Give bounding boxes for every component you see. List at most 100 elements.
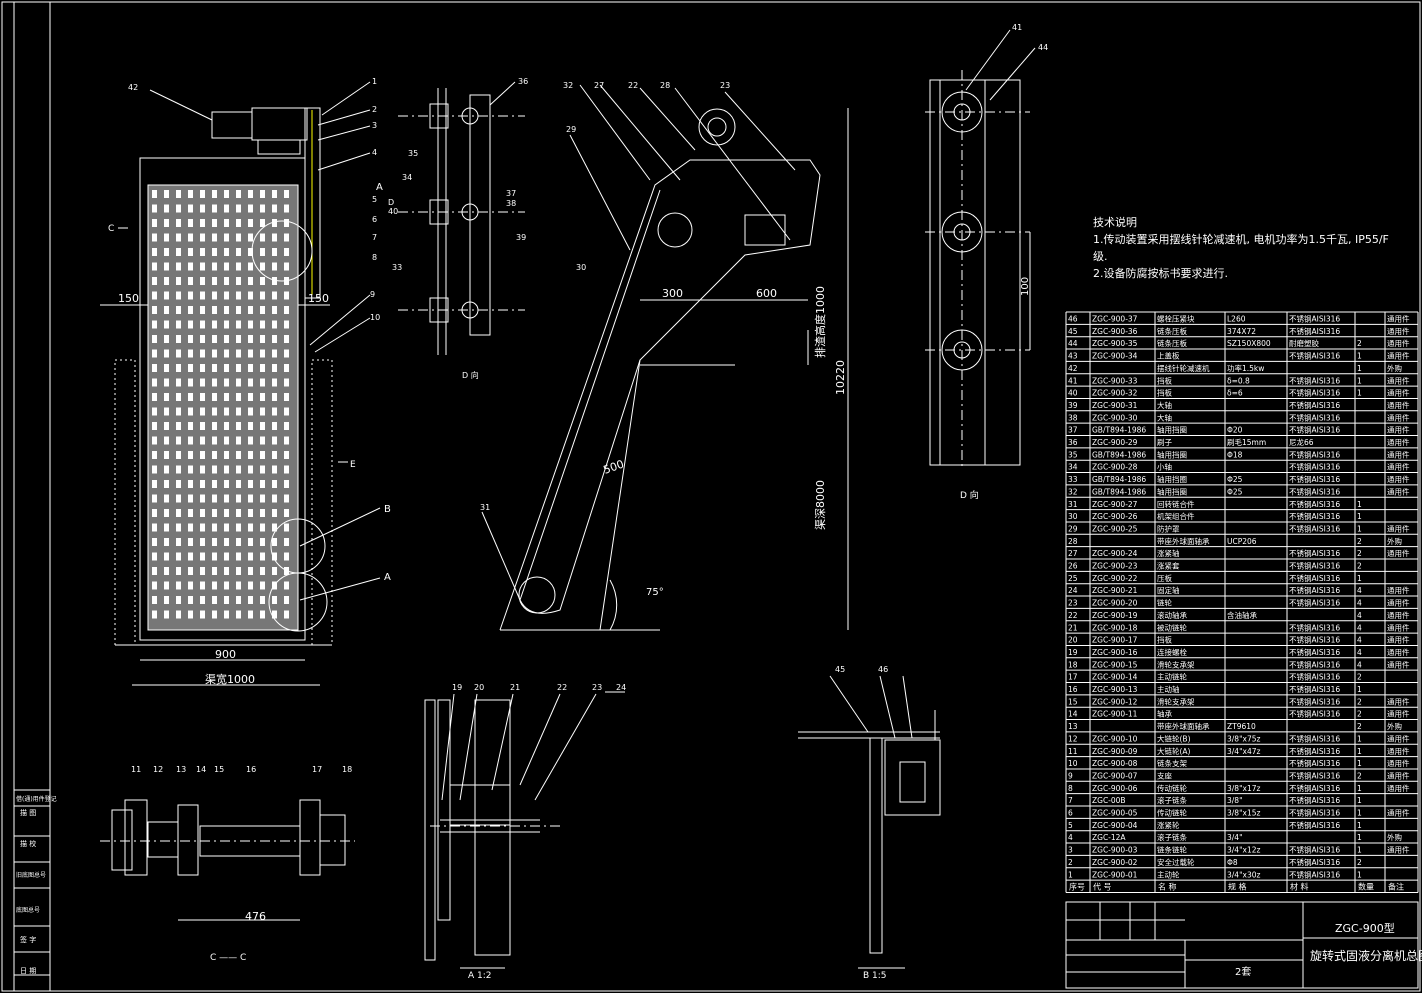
screen-hole <box>188 233 193 242</box>
screen-hole <box>176 552 181 561</box>
screen-hole <box>260 378 265 387</box>
screen-hole <box>284 451 289 459</box>
bom-cell: 滚动轴承 <box>1157 610 1187 620</box>
side-view: 32 27 22 28 23 29 30 31 300 600 500 75° … <box>480 81 849 631</box>
screen-hole <box>176 480 181 488</box>
callout: 27 <box>594 81 604 90</box>
screen-hole <box>200 349 205 358</box>
bom-cell: 1 <box>1357 512 1362 521</box>
screen-hole <box>164 262 169 271</box>
bom-cell: ZGC-900-19 <box>1092 611 1138 620</box>
bom-cell: 通用件 <box>1387 709 1410 719</box>
bom-cell: 通用件 <box>1387 351 1410 361</box>
screen-hole <box>236 320 241 329</box>
screen-hole <box>284 480 289 488</box>
screen-hole <box>236 407 241 416</box>
screen-hole <box>248 538 253 546</box>
bom-cell: 11 <box>1068 747 1078 756</box>
screen-hole <box>248 451 253 459</box>
bom-cell: 摆线针轮减速机 <box>1157 363 1210 373</box>
screen-hole <box>224 277 229 285</box>
bom-cell: 连接螺栓 <box>1157 647 1187 657</box>
bom-cell: 尼龙66 <box>1289 437 1314 447</box>
callout: 31 <box>480 503 490 512</box>
bom-cell: 不锈钢AISI316 <box>1289 449 1340 459</box>
screen-hole <box>284 320 289 329</box>
screen-hole <box>272 233 277 242</box>
bom-cell: 2 <box>1357 673 1362 682</box>
bom-cell: ZGC-900-01 <box>1092 870 1138 879</box>
bom-cell: ZGC-900-04 <box>1092 821 1138 830</box>
bom-cell: 通用件 <box>1387 598 1410 608</box>
bom-cell: 支座 <box>1157 770 1173 780</box>
screen-hole <box>236 262 241 271</box>
screen-hole <box>224 306 229 314</box>
screen-hole <box>200 306 205 314</box>
screen-hole <box>200 480 205 488</box>
screen-hole <box>176 335 181 343</box>
screen-hole <box>200 610 205 619</box>
bom-cell: 30 <box>1068 512 1078 521</box>
screen-hole <box>200 523 205 532</box>
bom-cell: Φ20 <box>1227 426 1243 435</box>
bom-cell: SZ150X800 <box>1227 339 1271 348</box>
bom-cell: ZGC-900-29 <box>1092 438 1138 447</box>
screen-hole <box>236 465 241 474</box>
callout: C <box>108 224 114 234</box>
bom-cell: 挡板 <box>1157 375 1173 385</box>
callout: 22 <box>557 683 567 692</box>
screen-hole <box>272 451 277 459</box>
bom-cell: 不锈钢AISI316 <box>1289 758 1340 768</box>
screen-hole <box>236 378 241 387</box>
bom-cell: 不锈钢AISI316 <box>1289 845 1340 855</box>
bom-cell: 17 <box>1068 673 1078 682</box>
bom-cell: ZGC-900-33 <box>1092 376 1138 385</box>
bom-cell: 主动链轮 <box>1157 672 1187 682</box>
bom-cell: 不锈钢AISI316 <box>1289 869 1340 879</box>
screen-hole <box>176 204 181 213</box>
screen-hole <box>236 190 241 198</box>
bom-cell: 回转链合件 <box>1157 499 1195 509</box>
screen-hole <box>272 436 277 445</box>
bom-cell: 轴承 <box>1157 709 1173 719</box>
screen-hole <box>188 262 193 271</box>
bom-cell: 10 <box>1068 759 1078 768</box>
screen-hole <box>164 407 169 416</box>
bom-cell: 34 <box>1068 463 1078 472</box>
margin-label: 描 校 <box>20 839 36 848</box>
bom-cell: GB/T894-1986 <box>1092 475 1146 484</box>
screen-hole <box>212 422 217 430</box>
bom-cell: 轴用挡圈 <box>1157 486 1187 496</box>
bom-cell: 外购 <box>1387 363 1402 373</box>
screen-hole <box>212 277 217 285</box>
screen-hole <box>200 364 205 372</box>
callout: 3 <box>372 121 377 130</box>
bom-cell: 4 <box>1357 648 1362 657</box>
screen-hole <box>272 277 277 285</box>
callout: 15 <box>214 765 224 774</box>
bom-cell: ZT9610 <box>1227 722 1256 731</box>
dim-label: 渠宽1000 <box>205 672 255 686</box>
callout: 4 <box>372 148 377 157</box>
bom-cell: ZGC-900-24 <box>1092 549 1138 558</box>
bom-cell: 21 <box>1068 623 1078 632</box>
bom-cell: 38 <box>1068 413 1078 422</box>
bom-cell: 不锈钢AISI316 <box>1289 647 1340 657</box>
screen-hole <box>284 436 289 445</box>
screen-hole <box>152 233 157 242</box>
bom-cell: 含油轴承 <box>1227 610 1257 620</box>
screen-hole <box>212 233 217 242</box>
bom-cell: 3/8" <box>1227 796 1243 805</box>
screen-hole <box>188 335 193 343</box>
screen-hole <box>236 523 241 532</box>
screen-hole <box>152 190 157 198</box>
view-label: D 向 <box>960 489 979 501</box>
screen-hole <box>236 422 241 430</box>
screen-hole <box>164 393 169 401</box>
screen-hole <box>212 291 217 300</box>
screen-hole <box>212 451 217 459</box>
callout: 18 <box>342 765 352 774</box>
bom-cell: 链轮 <box>1157 598 1173 608</box>
bom-cell: 大轴 <box>1157 412 1172 422</box>
bom-cell: 传动链轮 <box>1157 808 1187 818</box>
